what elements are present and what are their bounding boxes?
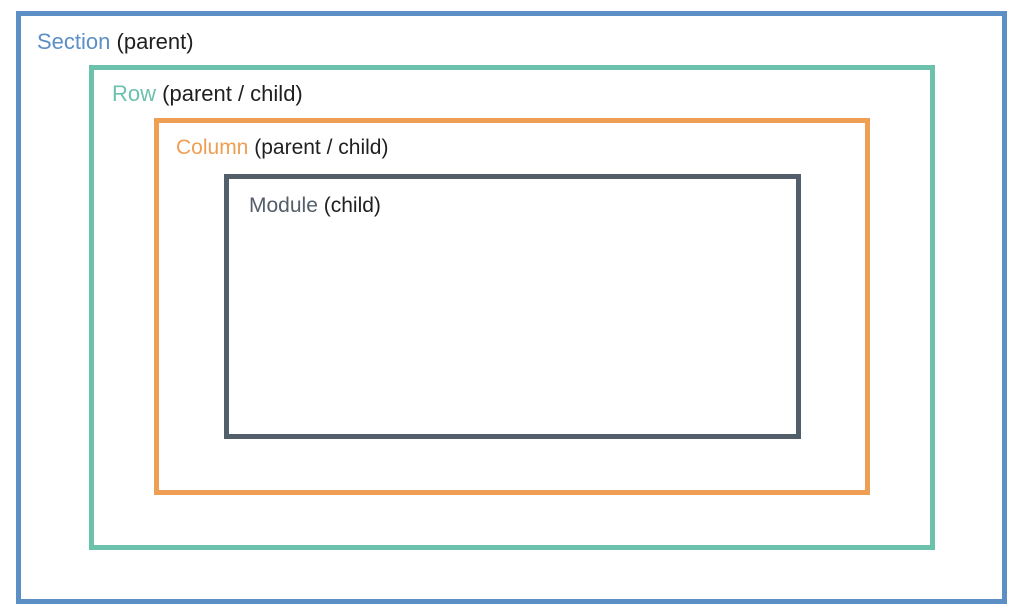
row-box <box>89 65 935 550</box>
row-label: Row (parent / child) <box>112 83 303 105</box>
column-name: Column <box>176 136 249 159</box>
module-name: Module <box>249 194 318 217</box>
row-name: Row <box>112 81 157 106</box>
module-role: (child) <box>323 194 381 217</box>
section-role: (parent) <box>116 29 194 54</box>
column-label: Column (parent / child) <box>176 137 388 158</box>
section-name: Section <box>37 29 111 54</box>
module-label: Module (child) <box>249 195 381 216</box>
row-role: (parent / child) <box>162 81 303 106</box>
module-box <box>224 174 801 439</box>
column-box <box>154 118 870 495</box>
column-role: (parent / child) <box>254 136 389 159</box>
section-label: Section (parent) <box>37 31 194 53</box>
section-box <box>16 11 1007 604</box>
